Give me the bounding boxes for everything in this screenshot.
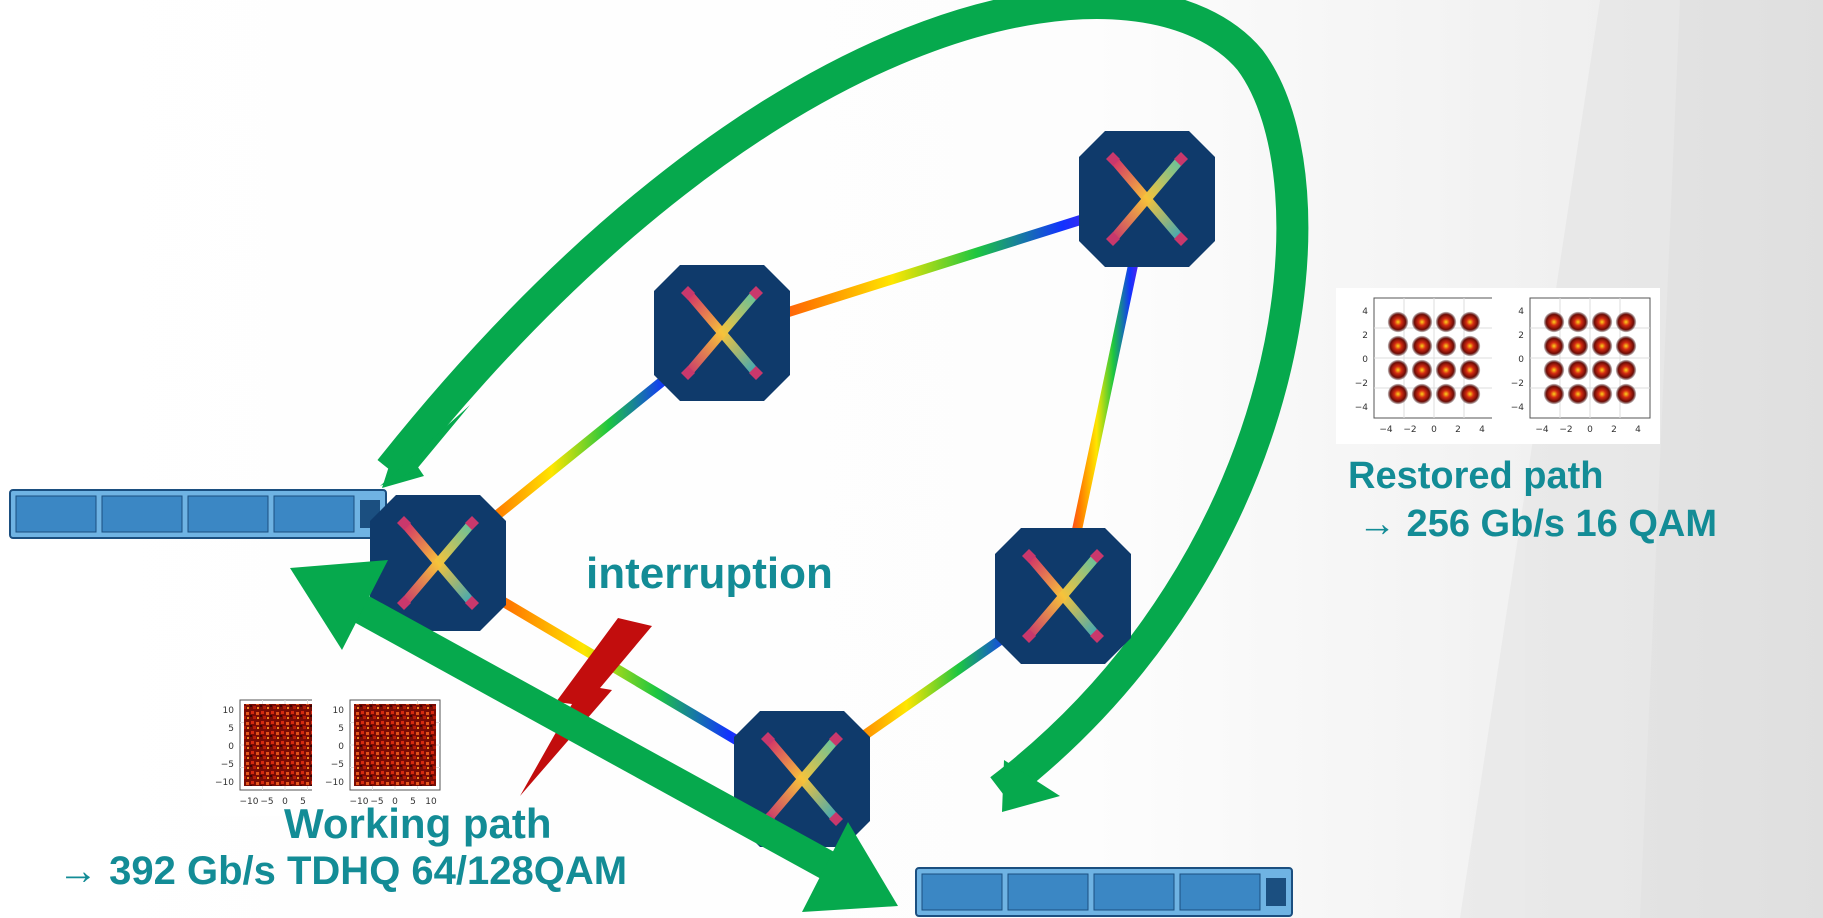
constellation-point — [1435, 359, 1457, 381]
constellation-point — [1567, 335, 1589, 357]
constellation-point — [1543, 383, 1565, 405]
x-tick-label: 5 — [410, 797, 416, 807]
constellation-point — [1567, 311, 1589, 333]
x-tick-label: −10 — [240, 797, 259, 807]
roadm-node-icon — [370, 495, 506, 631]
y-tick-label: −4 — [1511, 403, 1525, 413]
y-tick-label: −2 — [1511, 379, 1524, 389]
constellation-point — [1411, 383, 1433, 405]
constellation-point — [1567, 359, 1589, 381]
x-tick-label: −2 — [1559, 425, 1572, 435]
constellation-point — [1411, 359, 1433, 381]
restored-path-arrow — [377, 0, 1309, 812]
x-tick-label: 10 — [425, 797, 437, 807]
roadm-node-icon — [654, 265, 790, 401]
y-tick-label: 10 — [333, 706, 345, 716]
constellation-point — [1591, 311, 1613, 333]
x-tick-label: −5 — [370, 797, 383, 807]
x-tick-label: 4 — [1635, 425, 1641, 435]
constellation-point — [1543, 311, 1565, 333]
restored-constellation-plot: 4 2 0 −2 −4 −4 −2 0 2 4 — [1492, 288, 1660, 444]
x-tick-label: 2 — [1455, 425, 1461, 435]
working-path-arrow — [290, 560, 898, 912]
constellation-point — [1543, 335, 1565, 357]
constellation-point — [1387, 359, 1409, 381]
roadm-node-icon — [734, 711, 870, 847]
constellation-point — [1591, 359, 1613, 381]
constellation-point — [1435, 335, 1457, 357]
y-tick-label: 0 — [338, 742, 344, 752]
constellation-point — [1567, 383, 1589, 405]
constellation-point — [1459, 311, 1481, 333]
restored-constellation-plot: 4 2 0 −2 −4 −4 −2 0 2 4 — [1336, 288, 1504, 444]
restored-path-detail: → 256 Gb/s 16 QAM — [1358, 503, 1718, 545]
x-tick-label: 5 — [300, 797, 306, 807]
constellation-point — [1435, 383, 1457, 405]
constellation-cloud — [354, 704, 436, 786]
transponder-left — [9, 489, 387, 539]
y-tick-label: 5 — [338, 724, 344, 734]
constellation-point — [1387, 335, 1409, 357]
y-tick-label: −5 — [331, 760, 344, 770]
x-tick-label: 0 — [392, 797, 398, 807]
y-tick-label: 4 — [1362, 307, 1368, 317]
y-tick-label: 4 — [1518, 307, 1524, 317]
working-path-detail: → 392 Gb/s TDHQ 64/128QAM — [58, 849, 628, 893]
constellation-point — [1411, 311, 1433, 333]
x-tick-label: 0 — [282, 797, 288, 807]
x-tick-label: 0 — [1431, 425, 1437, 435]
x-tick-label: −10 — [350, 797, 369, 807]
x-tick-label: 4 — [1479, 425, 1485, 435]
x-tick-label: 2 — [1611, 425, 1617, 435]
roadm-node-icon — [995, 528, 1131, 664]
fiber-link — [717, 194, 1152, 338]
working-path-title: Working path — [284, 800, 552, 847]
y-tick-label: −10 — [215, 778, 234, 788]
constellation-point — [1543, 359, 1565, 381]
background-texture — [1460, 0, 1823, 918]
x-tick-label: −2 — [1403, 425, 1416, 435]
constellation-point — [1615, 383, 1637, 405]
y-tick-label: 2 — [1362, 331, 1368, 341]
constellation-point — [1435, 311, 1457, 333]
constellation-point — [1459, 383, 1481, 405]
transponder-bottom — [915, 867, 1293, 917]
y-tick-label: 0 — [1362, 355, 1368, 365]
roadm-node-icon — [1079, 131, 1215, 267]
roadm-nodes — [370, 131, 1215, 847]
constellation-point — [1591, 383, 1613, 405]
y-tick-label: 5 — [228, 724, 234, 734]
constellation-point — [1591, 335, 1613, 357]
y-tick-label: −10 — [325, 778, 344, 788]
restored-path-title: Restored path — [1348, 455, 1604, 497]
constellation-point — [1387, 311, 1409, 333]
y-tick-label: −4 — [1355, 403, 1369, 413]
y-tick-label: 10 — [223, 706, 235, 716]
interruption-label: interruption — [586, 549, 833, 598]
constellation-point — [1459, 359, 1481, 381]
constellation-point — [1615, 311, 1637, 333]
y-tick-label: 0 — [1518, 355, 1524, 365]
constellation-point — [1459, 335, 1481, 357]
y-tick-label: 2 — [1518, 331, 1524, 341]
constellation-point — [1615, 335, 1637, 357]
x-tick-label: −4 — [1379, 425, 1393, 435]
x-tick-label: −5 — [260, 797, 273, 807]
y-tick-label: −5 — [221, 760, 234, 770]
x-tick-label: 0 — [1587, 425, 1593, 435]
constellation-point — [1411, 335, 1433, 357]
constellation-point — [1615, 359, 1637, 381]
x-tick-label: −4 — [1535, 425, 1549, 435]
y-tick-label: 0 — [228, 742, 234, 752]
y-tick-label: −2 — [1355, 379, 1368, 389]
lightning-bolt-icon — [520, 618, 652, 796]
constellation-point — [1387, 383, 1409, 405]
